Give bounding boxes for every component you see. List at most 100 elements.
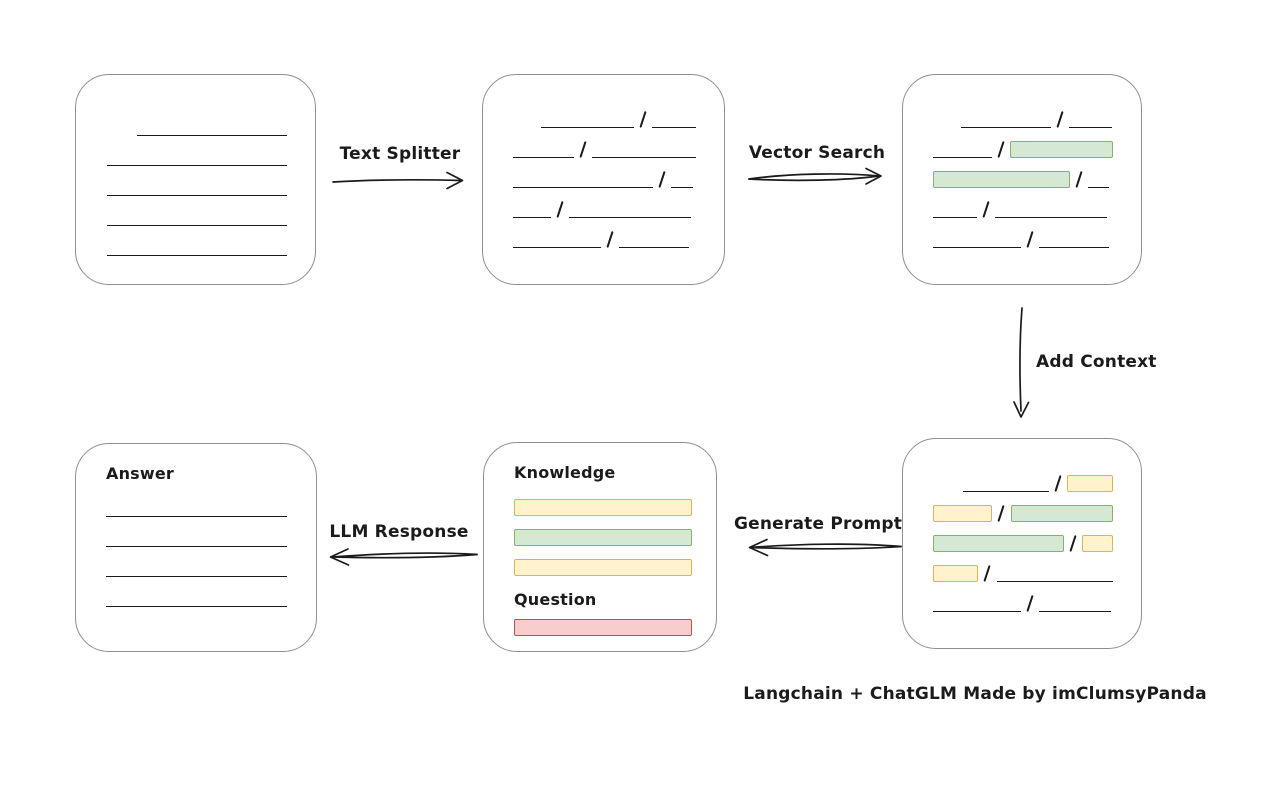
- slash-separator: [639, 111, 647, 128]
- chunk-row: [541, 111, 696, 128]
- llm-response-label: LLM Response: [329, 522, 469, 542]
- knowledge-bars: [514, 499, 692, 576]
- split-document-node: [482, 74, 725, 285]
- text-line: [933, 233, 1021, 248]
- text-line: [652, 113, 696, 128]
- highlight-red: [514, 619, 692, 636]
- text-line: [592, 143, 696, 158]
- text-line: [995, 203, 1108, 218]
- highlight-green: [1010, 505, 1113, 522]
- generate-prompt-arrow: [748, 538, 902, 557]
- chunk-row: [933, 171, 1113, 188]
- text-line: [106, 532, 287, 547]
- vector-search-label: Vector Search: [748, 143, 886, 163]
- chunk-row: [933, 535, 1113, 552]
- highlight-green: [933, 171, 1070, 188]
- question-bar: [514, 619, 692, 636]
- text-line: [996, 567, 1113, 582]
- matched-chunk-rows: [933, 111, 1113, 248]
- highlight-green: [933, 535, 1065, 552]
- text-line: [106, 502, 287, 517]
- text-line: [137, 121, 287, 136]
- slash-separator: [1026, 231, 1034, 248]
- chunk-row: [107, 150, 287, 166]
- chunk-row: [513, 201, 696, 218]
- slash-separator: [982, 201, 990, 218]
- question-label: Question: [514, 590, 597, 609]
- slash-separator: [997, 505, 1006, 522]
- highlight-green: [514, 529, 692, 546]
- slash-separator: [1056, 111, 1064, 128]
- text-line: [107, 211, 287, 226]
- chunk-row: [107, 240, 287, 256]
- document-lines: [107, 120, 287, 256]
- text-line: [963, 477, 1050, 492]
- text-line: [106, 562, 287, 577]
- chunk-row: [106, 561, 292, 577]
- highlight-green: [1009, 141, 1113, 158]
- chunk-row: [963, 475, 1113, 492]
- text-line: [933, 597, 1021, 612]
- prompt-node: Knowledge Question: [483, 442, 717, 652]
- text-splitter-label: Text Splitter: [339, 144, 461, 164]
- chunk-row: [513, 141, 696, 158]
- chunk-row: [107, 180, 287, 196]
- context-document-node: [902, 438, 1142, 649]
- highlight-yellow: [1067, 475, 1113, 492]
- slash-separator: [606, 231, 614, 248]
- chunk-row: [514, 619, 692, 636]
- chunk-row: [513, 231, 696, 248]
- highlight-yellow: [933, 505, 993, 522]
- llm-response-arrow: [329, 548, 478, 566]
- text-line: [1069, 113, 1113, 128]
- text-line: [513, 233, 601, 248]
- chunk-row: [106, 591, 292, 607]
- text-line: [513, 143, 575, 158]
- chunk-row: [137, 120, 287, 136]
- text-line: [513, 173, 653, 188]
- slash-separator: [1054, 475, 1062, 492]
- slash-separator: [997, 141, 1005, 158]
- text-line: [107, 181, 287, 196]
- text-line: [961, 113, 1051, 128]
- chunk-rows: [513, 111, 696, 248]
- highlight-yellow: [1082, 535, 1113, 552]
- add-context-arrow: [1013, 307, 1030, 418]
- slash-separator: [658, 171, 666, 188]
- slash-separator: [1075, 171, 1083, 188]
- vector-search-arrow: [748, 167, 882, 185]
- context-chunk-rows: [933, 475, 1113, 612]
- chunk-row: [961, 111, 1113, 128]
- generate-prompt-label: Generate Prompt: [734, 514, 903, 534]
- text-line: [569, 203, 692, 218]
- chunk-row: [106, 501, 292, 517]
- text-line: [1039, 597, 1112, 612]
- chunk-row: [514, 499, 692, 516]
- answer-node: Answer: [75, 443, 317, 652]
- text-line: [107, 241, 287, 256]
- source-document-node: [75, 74, 316, 285]
- answer-lines: [106, 501, 292, 607]
- text-line: [933, 203, 977, 218]
- chunk-row: [933, 201, 1113, 218]
- chunk-row: [933, 565, 1113, 582]
- slash-separator: [1026, 595, 1034, 612]
- text-line: [1039, 233, 1110, 248]
- vector-matched-node: [902, 74, 1142, 285]
- text-line: [1088, 173, 1110, 188]
- chunk-row: [933, 141, 1113, 158]
- chunk-row: [933, 231, 1113, 248]
- chunk-row: [933, 505, 1113, 522]
- credit-caption: Langchain + ChatGLM Made by imClumsyPand…: [743, 684, 1207, 704]
- chunk-row: [933, 595, 1113, 612]
- chunk-row: [514, 559, 692, 576]
- highlight-yellow: [514, 559, 692, 576]
- knowledge-label: Knowledge: [514, 463, 616, 482]
- text-line: [106, 592, 287, 607]
- text-line: [619, 233, 690, 248]
- chunk-row: [514, 529, 692, 546]
- chunk-row: [106, 531, 292, 547]
- slash-separator: [556, 201, 564, 218]
- highlight-yellow: [514, 499, 692, 516]
